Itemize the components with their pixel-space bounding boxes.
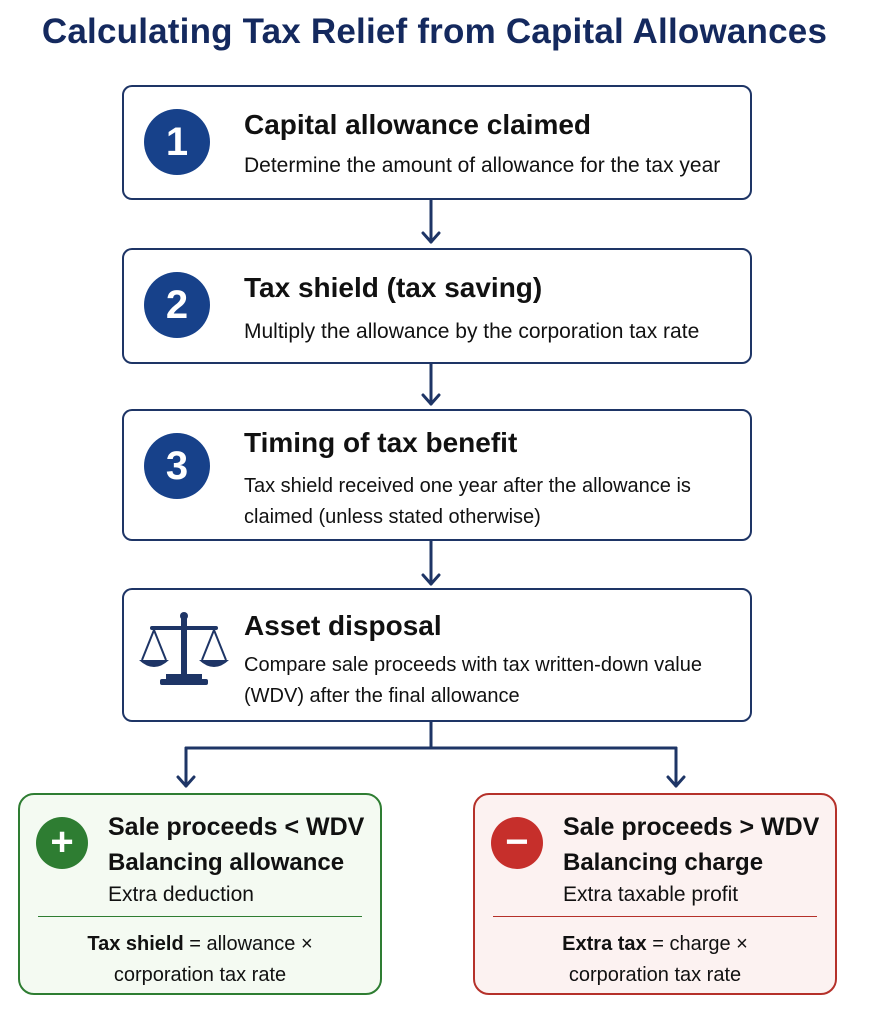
effect-label: Extra taxable profit <box>563 883 739 906</box>
arrowhead-2-3 <box>421 393 441 406</box>
arrowhead-right <box>666 775 686 788</box>
balance-scale-icon <box>139 612 229 685</box>
formula-line2: corporation tax rate <box>568 964 742 986</box>
step-3-number: 3 <box>144 433 210 499</box>
condition-label: Sale proceeds < WDV <box>108 813 365 841</box>
step-2-box: 2 Tax shield (tax saving) Multiply the a… <box>122 248 752 364</box>
step-2-number: 2 <box>144 272 210 338</box>
formula-term: Tax shield <box>87 933 184 955</box>
diagram-title: Calculating Tax Relief from Capital Allo… <box>41 12 828 51</box>
asset-disposal-box: Asset disposal Compare sale proceeds wit… <box>122 588 752 722</box>
step-1-title: Capital allowance claimed <box>244 109 592 140</box>
minus-icon: − <box>491 817 543 869</box>
divider <box>493 916 817 917</box>
arrowhead-left <box>176 775 196 788</box>
arrowhead-1-2 <box>421 231 441 244</box>
asset-disposal-title: Asset disposal <box>244 610 442 641</box>
asset-disposal-description: Compare sale proceeds with tax written-d… <box>244 654 702 707</box>
step-3-title: Timing of tax benefit <box>244 427 518 458</box>
balancing-allowance-box: + Sale proceeds < WDV Balancing allowanc… <box>18 793 382 995</box>
arrowhead-3-4 <box>421 573 441 586</box>
step-2-description: Multiply the allowance by the corporatio… <box>244 320 700 343</box>
result-label: Balancing allowance <box>108 849 345 876</box>
step-1-box: 1 Capital allowance claimed Determine th… <box>122 85 752 200</box>
plus-icon: + <box>36 817 88 869</box>
step-3-description: Tax shield received one year after the a… <box>244 475 691 528</box>
effect-label: Extra deduction <box>108 883 254 906</box>
formula-line2: corporation tax rate <box>113 964 287 986</box>
step-1-description: Determine the amount of allowance for th… <box>244 154 721 177</box>
result-label: Balancing charge <box>563 849 764 876</box>
step-2-title: Tax shield (tax saving) <box>244 272 543 303</box>
formula-rest: = allowance × <box>183 933 313 955</box>
formula-rest: = charge × <box>646 933 748 955</box>
balancing-charge-box: − Sale proceeds > WDV Balancing charge E… <box>473 793 837 995</box>
divider <box>38 916 362 917</box>
formula: Tax shield = allowance × corporation tax… <box>20 929 380 991</box>
step-1-number: 1 <box>144 109 210 175</box>
formula-term: Extra tax <box>562 933 647 955</box>
formula: Extra tax = charge × corporation tax rat… <box>475 929 835 991</box>
condition-label: Sale proceeds > WDV <box>563 813 820 841</box>
step-3-box: 3 Timing of tax benefit Tax shield recei… <box>122 409 752 541</box>
